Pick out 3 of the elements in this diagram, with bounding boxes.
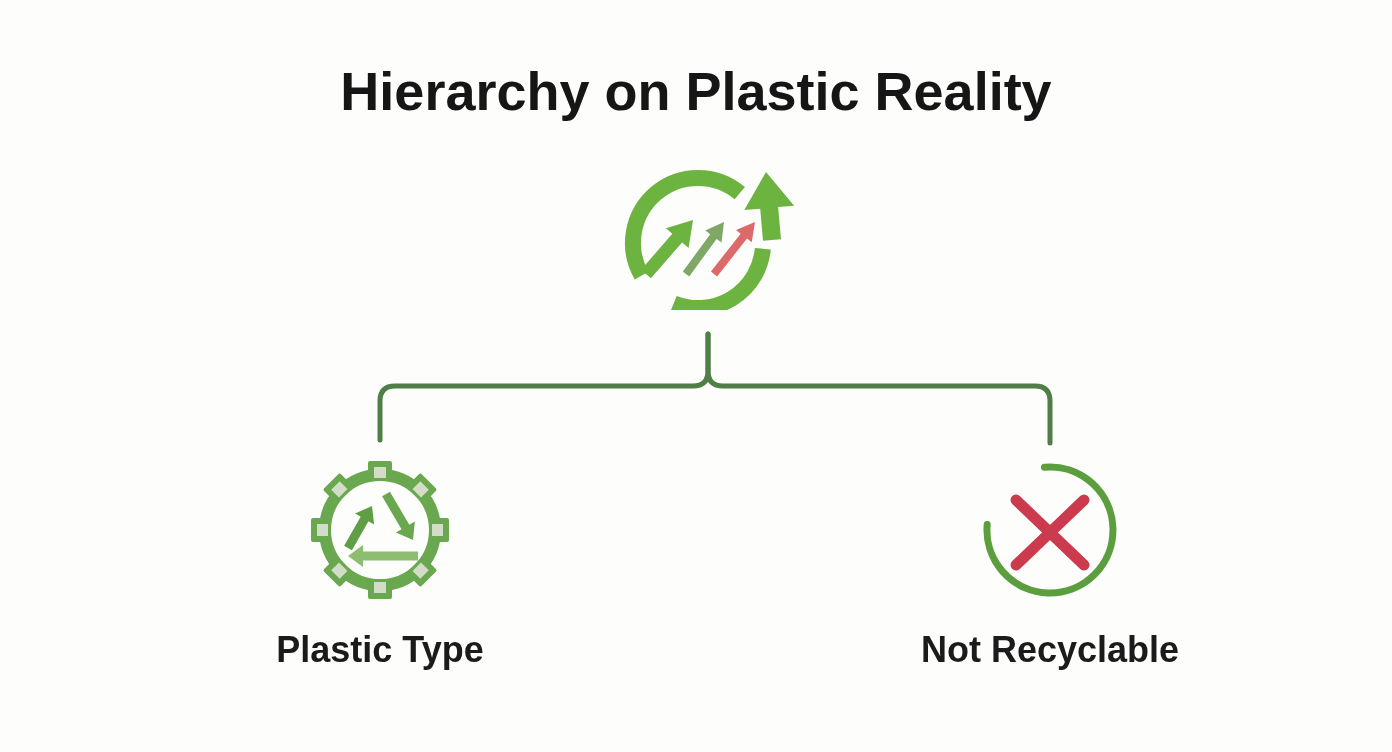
node-label: Not Recyclable — [920, 632, 1180, 668]
node-label: Plastic Type — [276, 632, 484, 668]
connector-line — [705, 331, 1053, 446]
